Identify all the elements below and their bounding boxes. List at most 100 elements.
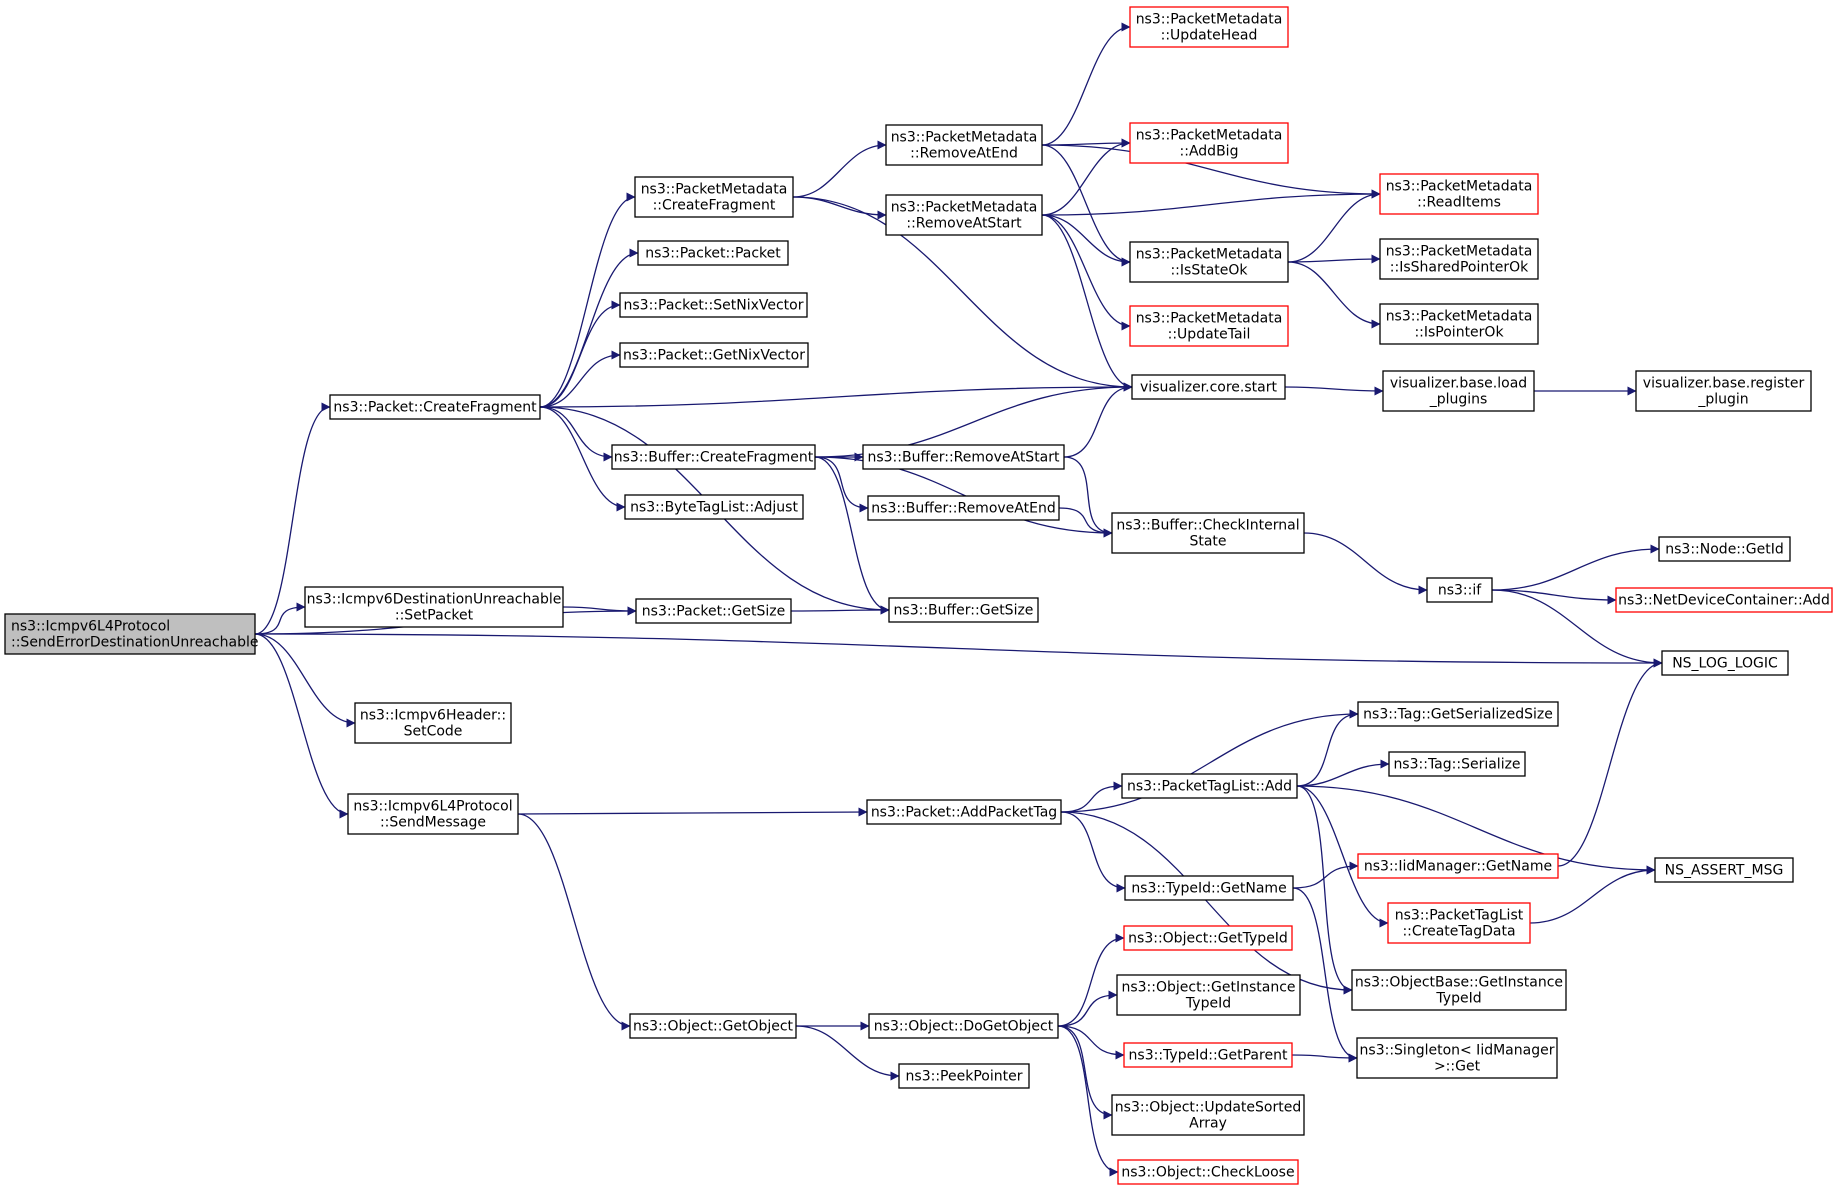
node-obj-getobject[interactable]: ns3::Object::GetObject xyxy=(629,1013,797,1039)
call-edge-root-to-icmpv6du_setpacket xyxy=(254,602,306,635)
node-vis-core-start[interactable]: visualizer.core.start xyxy=(1131,374,1286,400)
call-edge-pm_removeatstart-to-pm_readitems xyxy=(1041,189,1381,216)
node-pm-isstateok[interactable]: ns3::PacketMetadata::IsStateOk xyxy=(1129,241,1289,283)
node-pm-updatehead[interactable]: ns3::PacketMetadata::UpdateHead xyxy=(1129,6,1289,48)
node-iidmanager-getname[interactable]: ns3::IidManager::GetName xyxy=(1357,853,1559,879)
node-label-line: ns3::Object::DoGetObject xyxy=(874,1019,1054,1035)
node-pkt-packet[interactable]: ns3::Packet::Packet xyxy=(637,240,789,266)
node-box xyxy=(1382,370,1535,412)
node-box xyxy=(1129,305,1289,347)
node-pm-createfragment[interactable]: ns3::PacketMetadata::CreateFragment xyxy=(634,176,794,218)
node-node-getid[interactable]: ns3::Node::GetId xyxy=(1658,536,1791,562)
call-edge-pm_removeatstart-to-pm_isstateok xyxy=(1041,214,1131,267)
node-bytetaglist-adjust[interactable]: ns3::ByteTagList::Adjust xyxy=(624,494,804,520)
node-box xyxy=(1615,587,1833,613)
node-pkt-createfragment[interactable]: ns3::Packet::CreateFragment xyxy=(329,394,541,420)
node-singleton-get[interactable]: ns3::Singleton< IidManager>::Get xyxy=(1356,1037,1558,1079)
call-edge-pm_removeatend-to-pm_updatehead xyxy=(1041,22,1131,146)
call-edge-packettaglist_add-to-ns_assert_msg xyxy=(1296,785,1656,875)
node-box xyxy=(629,1013,797,1039)
node-obj-gettypeid[interactable]: ns3::Object::GetTypeId xyxy=(1123,925,1293,951)
node-ns-assert-msg[interactable]: NS_ASSERT_MSG xyxy=(1654,857,1794,883)
call-edge-pm_removeatend-to-pm_readitems xyxy=(1041,144,1381,199)
node-label-line: ns3::PacketMetadata xyxy=(891,200,1038,216)
node-typeid-getname[interactable]: ns3::TypeId::GetName xyxy=(1124,875,1294,901)
call-edge-pm_removeatstart-to-vis_core_start xyxy=(1041,214,1133,392)
node-pkt-addpackettag[interactable]: ns3::Packet::AddPacketTag xyxy=(866,799,1062,825)
node-label-line: ns3::Icmpv6L4Protocol xyxy=(11,619,170,635)
node-ns3-if[interactable]: ns3::if xyxy=(1426,577,1493,603)
node-pm-removeatstart[interactable]: ns3::PacketMetadata::RemoveAtStart xyxy=(885,194,1043,236)
call-edge-buf_removeatend-to-buf_checkinternalstate xyxy=(1058,507,1113,538)
node-label-line: ns3::if xyxy=(1438,583,1482,599)
node-label-line: ns3::Icmpv6DestinationUnreachable xyxy=(307,592,562,608)
node-icmpv6l4-sendmessage[interactable]: ns3::Icmpv6L4Protocol::SendMessage xyxy=(347,793,519,835)
call-edge-packettaglist_add-to-tag_serialize xyxy=(1296,759,1390,787)
node-box xyxy=(1357,701,1559,727)
node-pm-removeatend[interactable]: ns3::PacketMetadata::RemoveAtEnd xyxy=(885,124,1043,166)
node-buf-removeatstart[interactable]: ns3::Buffer::RemoveAtStart xyxy=(862,444,1065,470)
node-pm-ispointerok[interactable]: ns3::PacketMetadata::IsPointerOk xyxy=(1379,303,1539,345)
node-pm-readitems[interactable]: ns3::PacketMetadata::ReadItems xyxy=(1379,173,1539,215)
call-edge-root-to-pkt_createfragment xyxy=(254,402,331,635)
call-edge-pkt_createfragment-to-vis_core_start xyxy=(539,382,1133,408)
node-tag-getserializedsize[interactable]: ns3::Tag::GetSerializedSize xyxy=(1357,701,1559,727)
node-ns-log-logic[interactable]: NS_LOG_LOGIC xyxy=(1661,650,1789,676)
node-buf-getsize[interactable]: ns3::Buffer::GetSize xyxy=(888,597,1039,623)
node-box xyxy=(1379,238,1539,280)
node-icmpv6du-setpacket[interactable]: ns3::Icmpv6DestinationUnreachable::SetPa… xyxy=(304,586,564,628)
node-label-line: ns3::Buffer::CreateFragment xyxy=(614,450,814,466)
node-vis-base-registerplugin[interactable]: visualizer.base.register_plugin xyxy=(1635,370,1812,412)
node-label-line: visualizer.base.load xyxy=(1390,376,1527,392)
node-box xyxy=(634,176,794,218)
node-label-line: ::IsPointerOk xyxy=(1414,325,1504,341)
node-label-line: ns3::Node::GetId xyxy=(1665,542,1783,558)
node-label-line: visualizer.base.register xyxy=(1643,376,1805,392)
node-icmpv6header-setcode[interactable]: ns3::Icmpv6Header::SetCode xyxy=(354,702,512,744)
node-label-line: ns3::Icmpv6Header:: xyxy=(360,708,506,724)
node-label-line: ns3::ByteTagList::Adjust xyxy=(630,500,798,516)
call-edge-pkt_addpackettag-to-objectbase_getinstancetypeid xyxy=(1060,811,1353,995)
node-box xyxy=(868,1013,1059,1039)
node-vis-base-loadplugins[interactable]: visualizer.base.load_plugins xyxy=(1382,370,1535,412)
node-box xyxy=(1117,1159,1299,1185)
node-label-line: ns3::Packet::SetNixVector xyxy=(624,298,804,314)
node-peekpointer[interactable]: ns3::PeekPointer xyxy=(898,1063,1030,1089)
node-obj-checkloose[interactable]: ns3::Object::CheckLoose xyxy=(1117,1159,1299,1185)
node-typeid-getparent[interactable]: ns3::TypeId::GetParent xyxy=(1123,1042,1293,1068)
call-edge-pm_createfragment-to-vis_core_start xyxy=(792,196,1133,392)
node-label-line: ns3::PacketMetadata xyxy=(641,182,788,198)
node-box xyxy=(1131,374,1286,400)
node-root[interactable]: ns3::Icmpv6L4Protocol::SendErrorDestinat… xyxy=(4,613,258,655)
node-pkt-setnixvector[interactable]: ns3::Packet::SetNixVector xyxy=(619,292,808,318)
node-label-line: ns3::Object::GetInstance xyxy=(1121,980,1295,996)
node-pkt-getsize[interactable]: ns3::Packet::GetSize xyxy=(635,598,792,624)
node-packettaglist-add[interactable]: ns3::PacketTagList::Add xyxy=(1121,773,1298,799)
node-label-line: ns3::PacketMetadata xyxy=(1136,247,1283,263)
node-pm-issharedpointerok[interactable]: ns3::PacketMetadata::IsSharedPointerOk xyxy=(1379,238,1539,280)
node-label-line: ns3::ObjectBase::GetInstance xyxy=(1355,975,1563,991)
call-edge-root-to-icmpv6header_setcode xyxy=(254,633,356,728)
node-tag-serialize[interactable]: ns3::Tag::Serialize xyxy=(1388,751,1526,777)
node-label-line: ns3::PacketTagList xyxy=(1395,908,1524,924)
node-buf-createfragment[interactable]: ns3::Buffer::CreateFragment xyxy=(611,444,816,470)
call-edge-obj_getobject-to-peekpointer xyxy=(795,1025,900,1081)
call-edge-pm_removeatstart-to-pm_updatetail xyxy=(1041,214,1131,331)
node-label-line: ::RemoveAtStart xyxy=(906,216,1022,232)
node-box xyxy=(1111,512,1305,554)
node-pm-addbig[interactable]: ns3::PacketMetadata::AddBig xyxy=(1129,122,1289,164)
node-layer: ns3::Icmpv6L4Protocol::SendErrorDestinat… xyxy=(4,6,1833,1185)
node-label-line: ::UpdateTail xyxy=(1168,327,1251,343)
node-box xyxy=(1129,6,1289,48)
node-netdevicecontainer-add[interactable]: ns3::NetDeviceContainer::Add xyxy=(1615,587,1833,613)
node-pkt-getnixvector[interactable]: ns3::Packet::GetNixVector xyxy=(619,342,809,368)
node-box xyxy=(1426,577,1493,603)
node-buf-removeatend[interactable]: ns3::Buffer::RemoveAtEnd xyxy=(867,495,1060,521)
node-pm-updatetail[interactable]: ns3::PacketMetadata::UpdateTail xyxy=(1129,305,1289,347)
node-packettaglist-createtagdata[interactable]: ns3::PacketTagList::CreateTagData xyxy=(1387,902,1531,944)
node-obj-dogetobject[interactable]: ns3::Object::DoGetObject xyxy=(868,1013,1059,1039)
